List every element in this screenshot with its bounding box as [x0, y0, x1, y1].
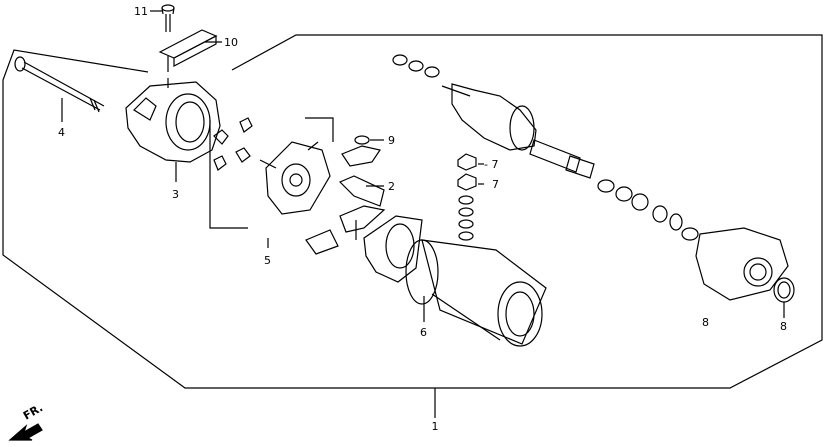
callout-1: 1 [432, 420, 439, 433]
armature [392, 54, 595, 179]
brush-holder-group-outline [209, 120, 248, 229]
callout-7a: - 7 [484, 158, 498, 171]
direction-label: FR. [21, 401, 45, 422]
callout-2: 2 [388, 180, 395, 193]
brush-springs [213, 117, 253, 171]
callout-10: 10 [224, 36, 238, 49]
brush-holder-group-outline-right [305, 117, 334, 142]
brushes [305, 175, 386, 255]
callout-6: 6 [420, 326, 427, 339]
bolt-11 [161, 4, 175, 32]
callout-8a: 8 [702, 316, 709, 329]
drive-housing [695, 227, 795, 303]
callout-11: 11 [134, 5, 148, 18]
brush-holder-plate [259, 141, 331, 215]
callout-8b: 8 [780, 320, 787, 333]
nuts-7 [457, 153, 477, 241]
front-direction-arrow-icon [8, 423, 43, 441]
callout-5: 5 [264, 254, 271, 267]
callout-9: 9 [388, 134, 395, 147]
insulator [363, 215, 423, 283]
callout-7b: 7 [492, 178, 499, 191]
callout-3: 3 [172, 188, 179, 201]
bracket-10 [158, 29, 218, 72]
assembly-outline [2, 34, 823, 389]
washer-9 [341, 135, 381, 167]
callout-4: 4 [58, 126, 65, 139]
rear-cover [125, 78, 221, 163]
drive-washers [597, 179, 699, 241]
yoke-assembly [405, 239, 547, 347]
through-bolt [14, 56, 105, 113]
